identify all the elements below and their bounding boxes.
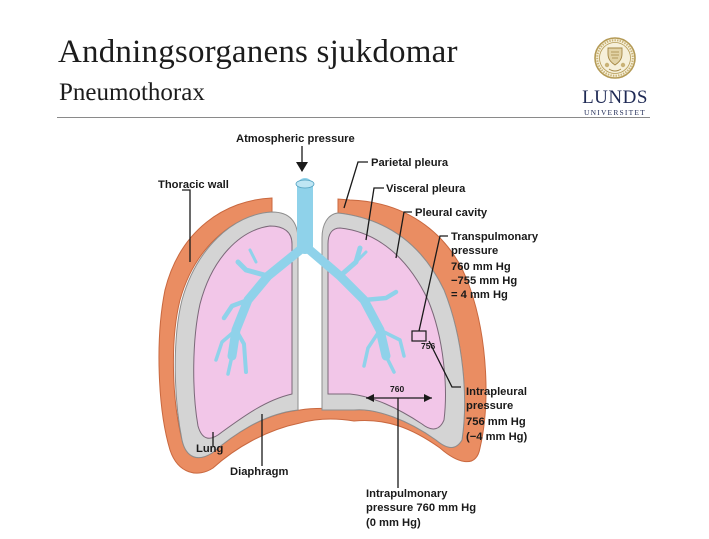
label-pointers	[182, 146, 461, 488]
label-atmospheric-pressure: Atmospheric pressure	[236, 133, 355, 145]
label-intrapulmonary-3: (0 mm Hg)	[366, 517, 421, 529]
slide-subtitle: Pneumothorax	[59, 79, 205, 106]
value-760: 760	[390, 384, 404, 394]
label-thoracic-wall: Thoracic wall	[158, 179, 229, 191]
label-pleural-cavity: Pleural cavity	[415, 207, 488, 219]
title-divider	[57, 117, 650, 118]
label-intrapleural-2: pressure	[466, 400, 513, 412]
seal-icon	[594, 37, 636, 79]
label-transpulmonary-2: pressure	[451, 245, 498, 257]
label-intrapleural-4: (−4 mm Hg)	[466, 431, 528, 443]
label-intrapulmonary-2: pressure 760 mm Hg	[366, 502, 476, 514]
label-intrapleural-1: Intrapleural	[466, 386, 527, 398]
label-intrapulmonary-1: Intrapulmonary	[366, 488, 448, 500]
bronchial-tree	[214, 178, 406, 376]
label-transpulmonary-5: = 4 mm Hg	[451, 289, 508, 301]
label-transpulmonary-1: Transpulmonary	[451, 231, 539, 243]
label-intrapleural-3: 756 mm Hg	[466, 416, 526, 428]
label-visceral-pleura: Visceral pleura	[386, 183, 466, 195]
label-diaphragm: Diaphragm	[230, 466, 288, 478]
university-logo: LUNDS UNIVERSITET	[575, 36, 655, 118]
logo-wordmark: LUNDS	[582, 87, 648, 108]
value-756: 756	[421, 341, 435, 351]
slide-title: Andningsorganens sjukdomar	[58, 34, 458, 70]
logo-subtitle: UNIVERSITET	[584, 108, 646, 117]
label-transpulmonary-4: −755 mm Hg	[451, 275, 517, 287]
label-lung: Lung	[196, 443, 224, 455]
label-transpulmonary-3: 760 mm Hg	[451, 261, 511, 273]
label-parietal-pleura: Parietal pleura	[371, 157, 449, 169]
bronchial-outline	[295, 179, 315, 189]
